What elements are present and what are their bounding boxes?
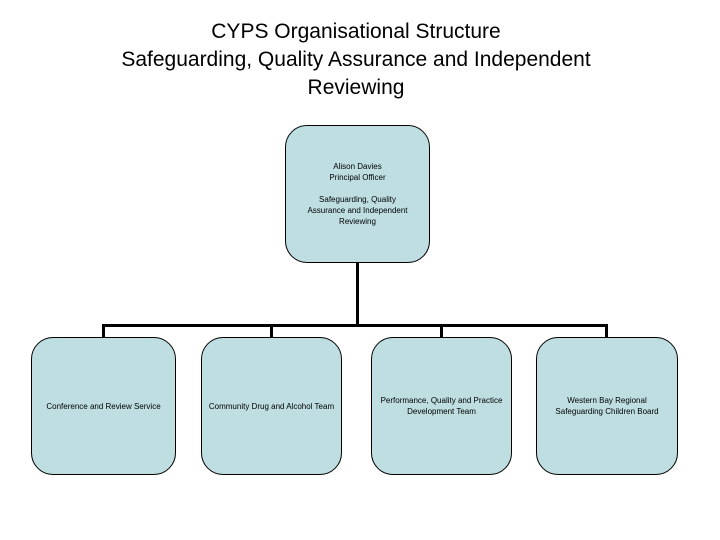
- org-node-principal-officer[interactable]: Alison Davies Principal Officer Safeguar…: [285, 125, 430, 263]
- slide-title: CYPS Organisational Structure Safeguardi…: [0, 18, 712, 102]
- child-node-label-line: Western Bay Regional: [567, 396, 647, 405]
- connector-root-riser: [356, 263, 359, 327]
- org-node-western-bay-safeguarding-board[interactable]: Western Bay Regional Safeguarding Childr…: [536, 337, 678, 475]
- connector-horizontal-bar: [102, 324, 608, 327]
- org-node-community-drug-and-alcohol-team[interactable]: Community Drug and Alcohol Team: [201, 337, 342, 475]
- root-node-role: Principal Officer: [329, 173, 386, 182]
- child-node-label-line: Community Drug and Alcohol Team: [208, 401, 335, 411]
- slide-title-line-3: Reviewing: [307, 76, 405, 99]
- root-node-unit-line-3: Reviewing: [339, 217, 376, 226]
- slide-title-line-1: CYPS Organisational Structure: [211, 20, 501, 43]
- root-node-unit-line-2: Assurance and Independent: [307, 206, 408, 215]
- child-node-label-line: Development Team: [407, 407, 476, 416]
- connector-stub-child-1: [102, 327, 105, 337]
- connector-stub-child-3: [440, 327, 443, 337]
- child-node-label-line: Safeguarding Children Board: [555, 407, 659, 416]
- root-node-name: Alison Davies: [333, 162, 382, 171]
- connector-stub-child-2: [270, 327, 273, 337]
- connector-stub-child-4: [605, 327, 608, 337]
- org-node-performance-quality-practice-team[interactable]: Performance, Quality and Practice Develo…: [371, 337, 512, 475]
- org-node-conference-and-review-service[interactable]: Conference and Review Service: [31, 337, 176, 475]
- slide-title-line-2: Safeguarding, Quality Assurance and Inde…: [121, 48, 591, 71]
- child-node-label-line: Conference and Review Service: [46, 401, 161, 411]
- root-node-unit-line-1: Safeguarding, Quality: [319, 195, 396, 204]
- child-node-label-line: Performance, Quality and Practice: [380, 396, 503, 405]
